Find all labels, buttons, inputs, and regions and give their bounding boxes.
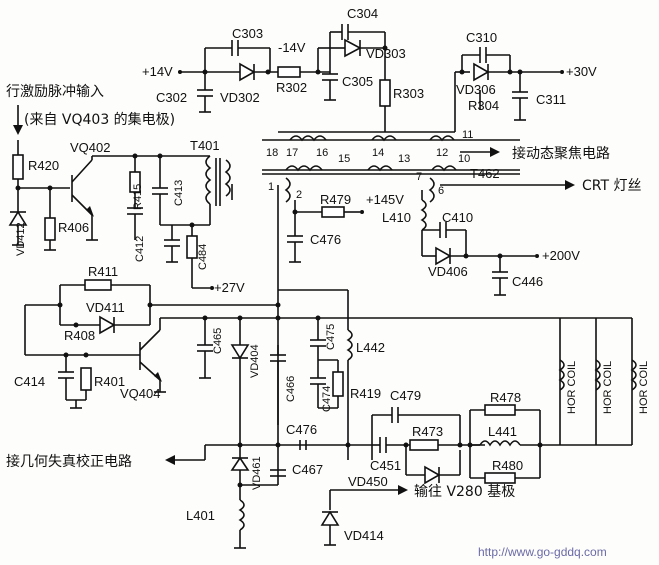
- label-c476-top: C476: [310, 232, 341, 247]
- label-27v: +27V: [214, 280, 245, 295]
- label-vd406: VD406: [428, 264, 468, 279]
- label-vd306: VD306: [456, 82, 496, 97]
- label-r408: R408: [64, 328, 95, 343]
- label-r303: R303: [393, 86, 424, 101]
- label-c311: C311: [536, 92, 566, 107]
- label-r419: R419: [350, 386, 381, 401]
- label-hor-coil-1: HOR COIL: [566, 361, 578, 414]
- label-r473: R473: [412, 424, 443, 439]
- label-vd404: VD404: [249, 344, 261, 378]
- label-c474: C474: [321, 386, 333, 412]
- output-stage: [24, 279, 637, 549]
- label-vd412: VD412: [15, 222, 27, 256]
- top-supply-section: [178, 24, 564, 132]
- label-pin15: 15: [338, 153, 350, 165]
- label-neg14v: -14V: [278, 40, 306, 55]
- label-pin16: 16: [316, 147, 328, 159]
- label-hor-coil-3: HOR COIL: [638, 361, 650, 414]
- label-pin13: 13: [398, 153, 410, 165]
- label-c412: C412: [134, 236, 146, 262]
- label-c451: C451: [370, 458, 401, 473]
- label-c310: C310: [466, 30, 497, 45]
- label-r480: R480: [492, 458, 523, 473]
- label-c475: C475: [325, 324, 337, 350]
- label-c414: C414: [14, 374, 45, 389]
- label-c467: C467: [292, 462, 323, 477]
- transformer-t462: [262, 131, 575, 425]
- label-input-source: (来自 VQ403 的集电极): [24, 111, 175, 128]
- label-l441: L441: [488, 424, 517, 439]
- label-pin12: 12: [436, 147, 448, 159]
- label-r302: R302: [276, 80, 307, 95]
- label-14v: +14V: [142, 64, 173, 79]
- label-l401: L401: [186, 508, 215, 523]
- output-145v-section: [287, 190, 539, 296]
- label-r478: R478: [490, 390, 521, 405]
- label-r415: R415: [132, 184, 144, 210]
- label-pin17: 17: [286, 147, 298, 159]
- label-vd302: VD302: [220, 90, 260, 105]
- label-c479: C479: [390, 388, 421, 403]
- label-r304: R304: [468, 98, 499, 113]
- label-vd450: VD450: [348, 474, 388, 489]
- label-t401: T401: [190, 138, 220, 153]
- label-c413: C413: [173, 180, 185, 206]
- label-t462: T462: [470, 166, 500, 181]
- label-r411: R411: [88, 264, 118, 279]
- label-c410: C410: [442, 210, 473, 225]
- label-r420: R420: [28, 158, 59, 173]
- label-r479: R479: [320, 192, 351, 207]
- label-r406: R406: [58, 220, 89, 235]
- component-labels: C303 C304 C310 +14V -14V +30V VD303 C305…: [6, 6, 650, 559]
- label-pin2: 2: [296, 189, 302, 201]
- label-pin11: 11: [462, 129, 473, 141]
- label-vd414: VD414: [344, 528, 384, 543]
- label-pin1: 1: [268, 181, 274, 193]
- label-vq404: VQ404: [120, 386, 160, 401]
- label-pin7: 7: [416, 171, 422, 183]
- label-vd461: VD461: [251, 456, 263, 490]
- label-pin18: 18: [266, 147, 278, 159]
- label-dynamic-focus: 接动态聚焦电路: [512, 145, 610, 162]
- driver-stage: [8, 105, 233, 290]
- watermark-url: http://www.go-gddq.com: [478, 545, 607, 559]
- label-200v: +200V: [542, 248, 580, 263]
- label-145v: +145V: [366, 192, 404, 207]
- label-input-title: 行激励脉冲输入: [6, 83, 104, 100]
- label-c305: C305: [342, 74, 373, 89]
- label-vq402: VQ402: [70, 140, 110, 155]
- label-l442: L442: [356, 340, 385, 355]
- label-r401: R401: [94, 374, 125, 389]
- label-vd411: VD411: [86, 300, 125, 315]
- label-30v: +30V: [566, 64, 597, 79]
- label-c303: C303: [232, 26, 263, 41]
- label-c484: C484: [197, 244, 209, 270]
- label-c476-bottom: C476: [286, 422, 317, 437]
- label-crt-heater: CRT 灯丝: [582, 178, 642, 194]
- label-c446: C446: [512, 274, 543, 289]
- label-geometry-correction: 接几何失真校正电路: [6, 453, 132, 470]
- label-to-v280: 输往 V280 基极: [414, 483, 515, 500]
- label-pin14: 14: [372, 147, 384, 159]
- label-c465: C465: [212, 328, 224, 354]
- label-l410: L410: [382, 210, 411, 225]
- label-pin10: 10: [458, 153, 470, 165]
- label-vd303: VD303: [366, 46, 406, 61]
- label-hor-coil-2: HOR COIL: [602, 361, 614, 414]
- label-c302: C302: [156, 90, 187, 105]
- label-c466: C466: [285, 376, 297, 402]
- label-pin6: 6: [438, 185, 444, 197]
- label-c304: C304: [347, 6, 378, 21]
